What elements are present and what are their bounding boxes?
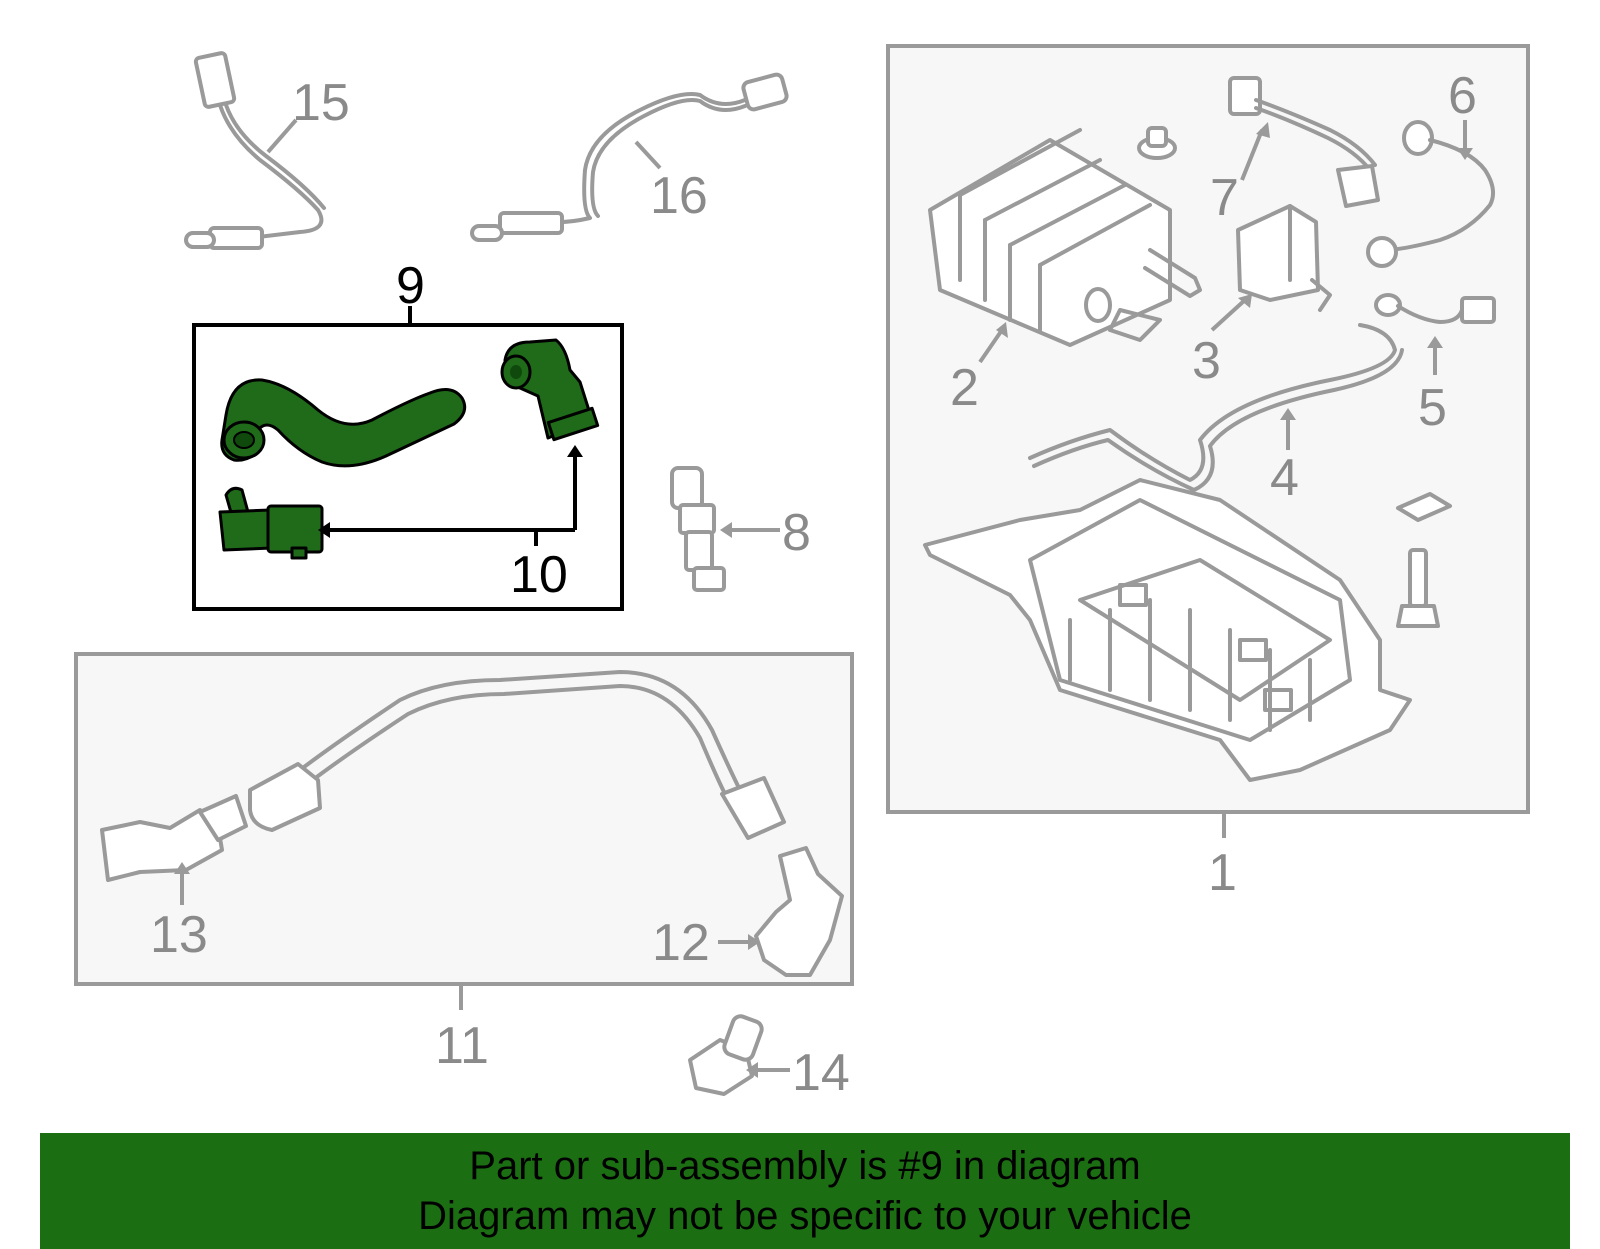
callout-16: 16 bbox=[650, 167, 708, 225]
push-pin-clip[interactable] bbox=[1137, 126, 1177, 160]
callout-15: 15 bbox=[292, 74, 350, 132]
part-9-vapor-hose-assembly[interactable] bbox=[220, 338, 600, 468]
callout-14: 14 bbox=[792, 1044, 850, 1102]
part-3-sensor[interactable] bbox=[1210, 204, 1332, 332]
callout-4: 4 bbox=[1270, 449, 1299, 507]
part-6-hose[interactable] bbox=[1366, 120, 1496, 268]
part-4-tube[interactable] bbox=[1028, 323, 1404, 492]
part-8-sensor[interactable] bbox=[670, 466, 780, 592]
part-15-oxygen-sensor[interactable] bbox=[184, 51, 326, 250]
disclaimer-banner: Part or sub-assembly is #9 in diagram Di… bbox=[40, 1133, 1570, 1249]
callout-7: 7 bbox=[1210, 169, 1239, 227]
part-13-connector[interactable] bbox=[100, 794, 248, 905]
part-14-sensor[interactable] bbox=[688, 1014, 790, 1096]
callout-8: 8 bbox=[782, 504, 811, 562]
part-2-vapor-canister[interactable] bbox=[928, 128, 1202, 364]
part-7-hose[interactable] bbox=[1228, 76, 1380, 208]
callout-11: 11 bbox=[435, 1017, 489, 1075]
part-11-vapor-line[interactable] bbox=[248, 670, 786, 840]
callout-9: 9 bbox=[396, 257, 425, 315]
banner-line-2: Diagram may not be specific to your vehi… bbox=[418, 1194, 1192, 1238]
part-12-connector[interactable] bbox=[718, 846, 844, 977]
callout-12: 12 bbox=[652, 914, 710, 972]
callout-3: 3 bbox=[1192, 332, 1221, 390]
part-5-hose[interactable] bbox=[1374, 293, 1496, 375]
callout-10: 10 bbox=[510, 546, 568, 604]
part-10-quick-connector[interactable] bbox=[218, 445, 583, 560]
retaining-clip[interactable] bbox=[1396, 492, 1452, 522]
banner-line-1: Part or sub-assembly is #9 in diagram bbox=[469, 1144, 1141, 1188]
part-16-oxygen-sensor[interactable] bbox=[470, 72, 789, 242]
canister-tray-bracket[interactable] bbox=[923, 478, 1412, 782]
callout-13: 13 bbox=[150, 906, 208, 964]
callout-6: 6 bbox=[1448, 67, 1477, 125]
mounting-bolt[interactable] bbox=[1396, 548, 1440, 628]
callout-2: 2 bbox=[950, 359, 979, 417]
callout-5: 5 bbox=[1418, 379, 1447, 437]
callout-1: 1 bbox=[1208, 844, 1237, 902]
